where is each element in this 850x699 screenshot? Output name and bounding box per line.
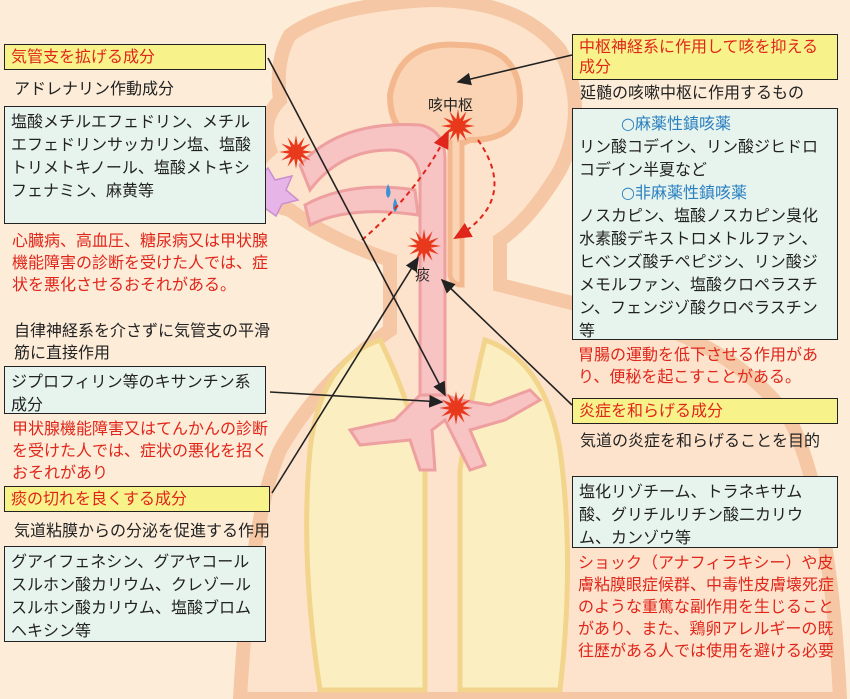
expectorant-drugs: グアイフェネシン、グアヤコールスルホン酸カリウム、クレゾールスルホン酸カリウム、… [4, 546, 266, 642]
non-narcotic-drugs: ノスカピン、塩酸ノスカピン臭化水素酸デキストロメトルファン、ヒベンズ酸チペピジン… [579, 206, 819, 340]
anti-inflammatory-warning: ショック（アナフィラキシー）や皮膚粘膜眼症候群、中毒性皮膚壊死症のような重篤な副… [578, 553, 835, 660]
narcotic-header: ○麻薬性鎮咳薬 [621, 114, 731, 133]
phlegm-label: 痰 [415, 266, 430, 284]
central-drugs-box: ○麻薬性鎮咳薬 リン酸コデイン、リン酸ジヒドロコデイン半夏など ○非麻薬性鎮咳薬… [572, 108, 838, 340]
central-subtitle: 延髄の咳嗽中枢に作用するもの [580, 83, 805, 102]
arrow-anti-inflammatory [440, 278, 573, 406]
central-warning: 胃腸の運動を低下させる作用があり、便秘を起こすことがある。 [578, 345, 819, 386]
anti-inflammatory-subtitle: 気道の炎症を和らげることを目的 [580, 431, 821, 450]
starburst-phlegm-icon [407, 229, 441, 263]
cough-center-label: 咳中枢 [428, 96, 473, 114]
starburst-bronchi-icon [439, 391, 473, 425]
bronchodilator-title: 気管支を拡げる成分 [4, 44, 266, 70]
bronchodilator-warning: 心臓病、高血圧、糖尿病又は甲状腺機能障害の診断を受けた人では、症状を悪化させるお… [12, 231, 269, 294]
expectorant-title: 痰の切れを良くする成分 [4, 486, 270, 512]
reflex-arc-left [361, 130, 449, 241]
xanthine-warning: 甲状腺機能障害又はてんかんの診断を受けた人では、症状の悪化を招くおそれがあり [12, 419, 269, 482]
narcotic-drugs: リン酸コデイン、リン酸ジヒドロコデイン半夏など [579, 137, 819, 179]
arrow-xanthine [269, 391, 444, 408]
starburst-cough-center-icon [441, 109, 475, 143]
bronchodilator-subtitle: アドレナリン作動成分 [14, 79, 175, 98]
anti-inflammatory-drugs: 塩化リゾチーム、トラネキサム酸、グリチルリチン酸二カリウム、カンゾウ等 [572, 476, 838, 548]
reflex-arc-right [453, 139, 496, 240]
expectorant-subtitle: 気道粘膜からの分泌を促進する作用 [14, 521, 271, 540]
arrow-expectorant [271, 256, 419, 494]
direct-action-note: 自律神経系を介さずに気管支の平滑筋に直接作用 [14, 321, 271, 362]
droplet-icon [386, 184, 398, 212]
xanthine-box: ジプロフィリン等のキサンチン系成分 [4, 366, 266, 414]
central-title: 中枢神経系に作用して咳を抑える成分 [572, 34, 838, 80]
bronchodilator-drugs: 塩酸メチルエフェドリン、メチルエフェドリンサッカリン塩、塩酸トリメトキノール、塩… [4, 106, 266, 224]
starburst-nose-icon [279, 135, 313, 169]
non-narcotic-header: ○非麻薬性鎮咳薬 [621, 183, 747, 202]
anti-inflammatory-title: 炎症を和らげる成分 [572, 398, 838, 424]
arrow-central [456, 54, 573, 86]
arrow-bronchodilator [267, 57, 446, 397]
